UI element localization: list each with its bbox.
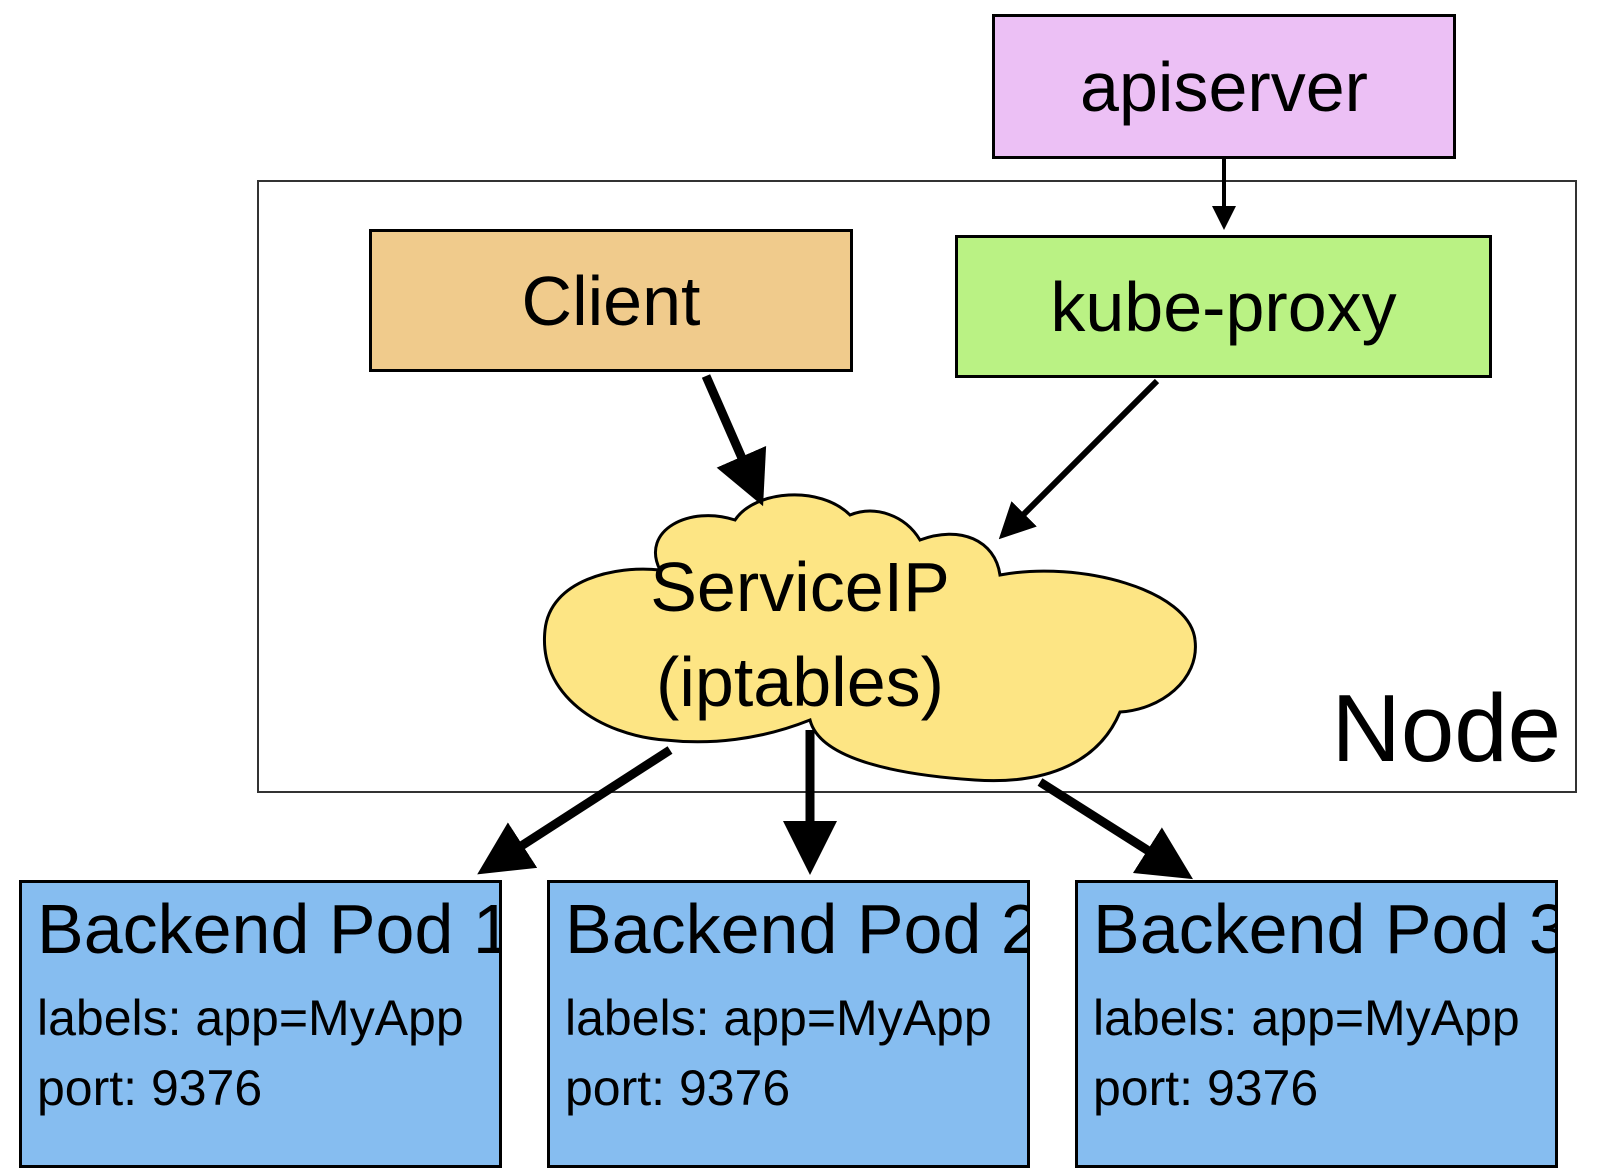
service-cloud — [543, 493, 1197, 783]
pod-labels: labels: app=MyApp — [565, 989, 992, 1046]
pod-title: Backend Pod 2 — [565, 890, 1030, 968]
backend-pod-3: Backend Pod 3 labels: app=MyApp port: 93… — [1075, 880, 1558, 1168]
kube-proxy-label: kube-proxy — [1050, 267, 1397, 346]
kube-proxy-box: kube-proxy — [955, 235, 1492, 378]
service-ip-label: ServiceIP — [650, 548, 950, 626]
arrow-client-to-service — [701, 374, 767, 507]
apiserver-label: apiserver — [1080, 47, 1368, 126]
service-iptables-label: (iptables) — [656, 642, 944, 721]
backend-pod-2: Backend Pod 2 labels: app=MyApp port: 93… — [547, 880, 1030, 1168]
client-label: Client — [521, 261, 701, 340]
pod-labels: labels: app=MyApp — [1093, 989, 1520, 1046]
pod-port: port: 9376 — [565, 1059, 791, 1116]
arrow-kube-proxy-to-service — [998, 378, 1160, 540]
client-box: Client — [369, 229, 853, 372]
arrow-service-to-pod-3 — [1037, 778, 1193, 880]
arrow-service-to-pod-1 — [477, 746, 673, 875]
apiserver-box: apiserver — [992, 14, 1456, 159]
service-cloud-label: ServiceIP (iptables) — [600, 540, 1000, 729]
pod-port: port: 9376 — [37, 1059, 263, 1116]
connections — [477, 159, 1236, 880]
pod-title: Backend Pod 3 — [1093, 890, 1558, 968]
pod-labels: labels: app=MyApp — [37, 989, 464, 1046]
backend-pod-1: Backend Pod 1 labels: app=MyApp port: 93… — [19, 880, 502, 1168]
pod-title: Backend Pod 1 — [37, 890, 502, 968]
node-boundary: Node — [257, 180, 1577, 793]
pod-port: port: 9376 — [1093, 1059, 1319, 1116]
node-label: Node — [1331, 675, 1562, 782]
